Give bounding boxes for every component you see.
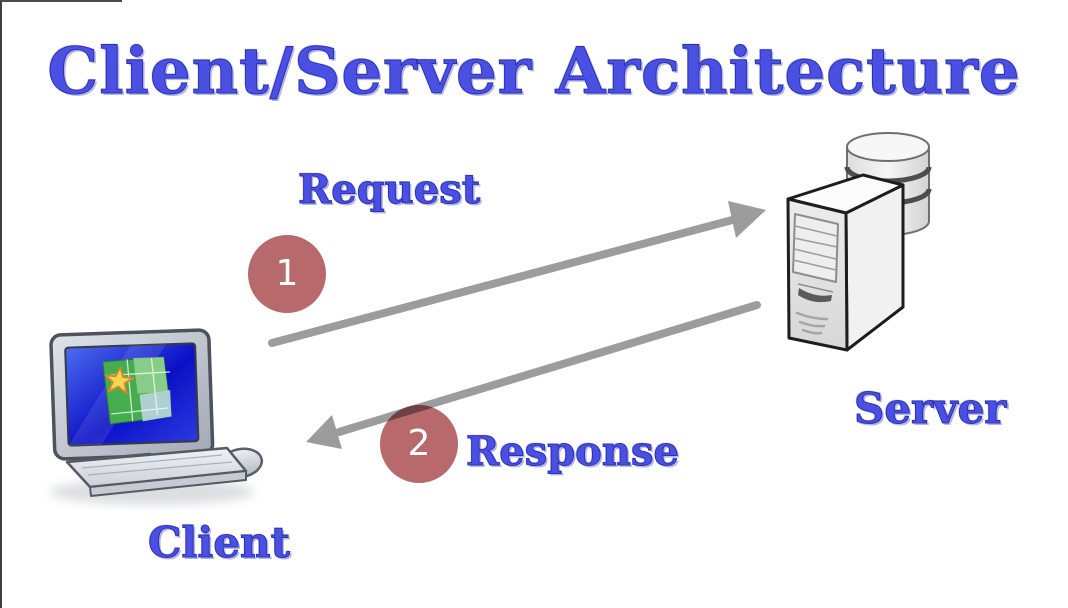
response-label: Response [466, 428, 680, 476]
server-label: Server [853, 384, 1007, 434]
step-2-number: 2 [407, 423, 431, 464]
vent-panel [792, 213, 839, 283]
diagram-title: Client/Server Architecture [47, 34, 1021, 110]
request-arrow [268, 201, 766, 347]
drive-slot [798, 288, 832, 303]
step-1-number: 1 [275, 253, 299, 294]
client-computer-icon [49, 328, 264, 505]
map-star-icon [104, 366, 135, 395]
client-label: Client [148, 518, 291, 568]
keyboard [65, 446, 248, 497]
step-2-badge: 2 [380, 405, 458, 483]
server-tower-icon [786, 173, 905, 352]
step-1-badge: 1 [248, 235, 326, 313]
map-on-screen [102, 356, 172, 425]
frame-top-border [0, 0, 122, 2]
frame-left-border [0, 0, 2, 608]
server-icon [786, 132, 932, 352]
request-label: Request [297, 166, 481, 214]
monitor [49, 328, 215, 461]
